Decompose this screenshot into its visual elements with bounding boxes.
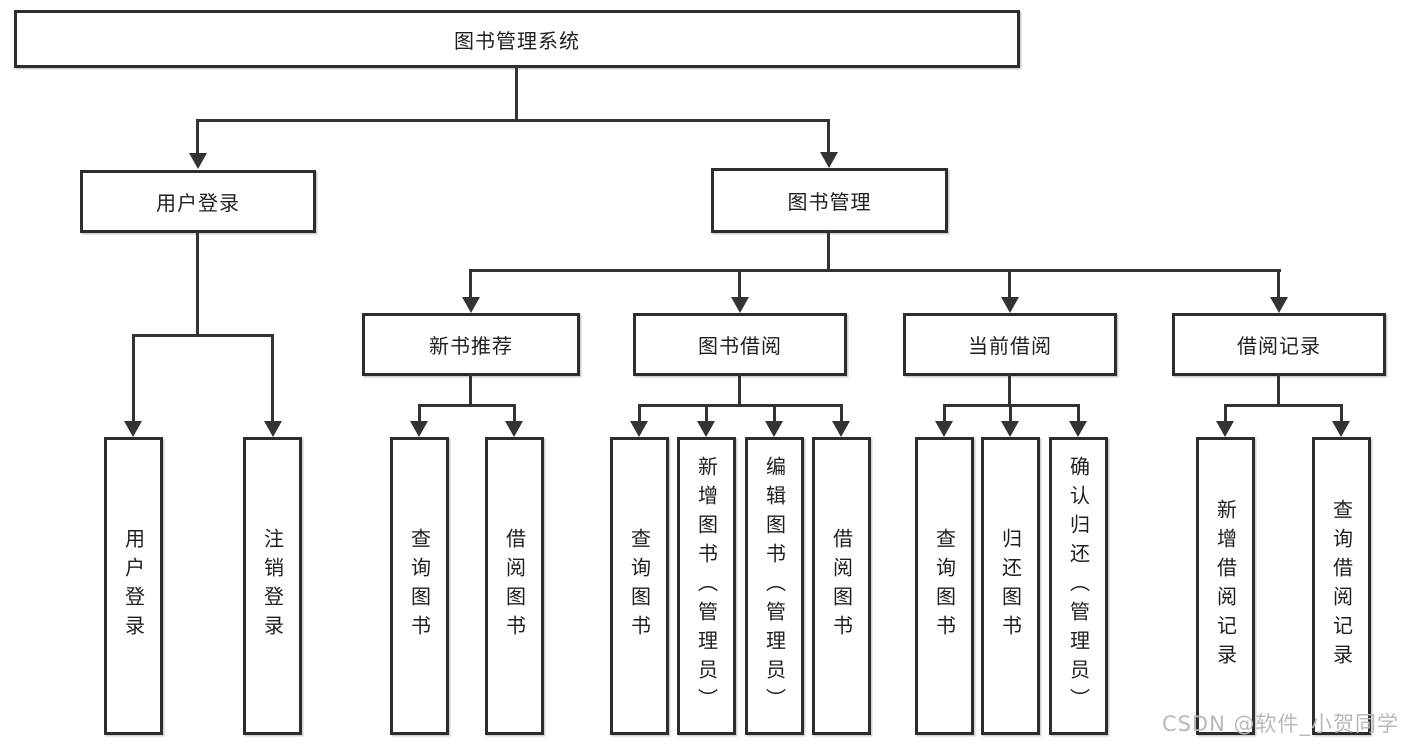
arrow-down-icon [731, 297, 749, 313]
leaf-borrow-books-2-label: 借阅图书 [829, 528, 854, 644]
leaf-query-books-1: 查询图书 [390, 437, 449, 735]
arrow-down-icon [410, 421, 428, 437]
arrow-down-icon [630, 421, 648, 437]
node-user-login: 用户登录 [80, 170, 316, 233]
connector-book-mgmt-bar [469, 269, 1281, 272]
node-current-borrowing: 当前借阅 [903, 313, 1117, 376]
node-book-borrowing: 图书借阅 [633, 313, 847, 376]
leaf-user-login: 用户登录 [104, 437, 163, 735]
node-root-label: 图书管理系统 [454, 28, 580, 53]
node-current-borrowing-label: 当前借阅 [968, 334, 1052, 358]
connector-drop-current [1008, 269, 1011, 298]
connector-borrowing-bar [638, 404, 843, 407]
connector-drop-login [132, 334, 135, 422]
connector-drop [638, 404, 641, 422]
connector-root-bar [197, 119, 830, 122]
connector-drop [1340, 404, 1343, 422]
connector-new-rec-stem [469, 374, 472, 406]
connector-drop-book-mgmt [827, 119, 830, 154]
arrow-down-icon [765, 421, 783, 437]
connector-drop-records [1277, 269, 1280, 298]
connector-book-mgmt-stem [827, 231, 830, 271]
connector-current-stem [1008, 374, 1011, 406]
leaf-query-books-2: 查询图书 [610, 437, 669, 735]
connector-drop [840, 404, 843, 422]
arrow-down-icon [820, 152, 838, 168]
connector-records-stem [1277, 374, 1280, 406]
arrow-down-icon [124, 421, 142, 437]
leaf-logout-label: 注销登录 [260, 528, 285, 644]
leaf-confirm-return-admin: 确认归还（管理员） [1049, 437, 1108, 735]
arrow-down-icon [935, 421, 953, 437]
node-book-management: 图书管理 [711, 168, 948, 233]
arrow-down-icon [189, 153, 207, 169]
node-book-borrowing-label: 图书借阅 [698, 334, 782, 358]
leaf-edit-books-admin-label: 编辑图书（管理员） [762, 455, 787, 717]
leaf-borrow-books-2: 借阅图书 [812, 437, 871, 735]
arrow-down-icon [1069, 421, 1087, 437]
node-borrowing-records-label: 借阅记录 [1237, 334, 1321, 358]
arrow-down-icon [1216, 421, 1234, 437]
arrow-down-icon [1332, 421, 1350, 437]
arrow-down-icon [505, 421, 523, 437]
connector-drop [705, 404, 708, 422]
connector-drop [418, 404, 421, 422]
leaf-return-books-label: 归还图书 [998, 528, 1023, 644]
leaf-user-login-label: 用户登录 [121, 528, 146, 644]
leaf-query-borrow-record: 查询借阅记录 [1312, 437, 1371, 735]
node-new-book-recommend-label: 新书推荐 [429, 334, 513, 358]
leaf-query-books-3-label: 查询图书 [932, 528, 957, 644]
node-book-management-label: 图书管理 [787, 190, 872, 214]
connector-drop [773, 404, 776, 422]
node-new-book-recommend: 新书推荐 [362, 313, 580, 376]
arrow-down-icon [832, 421, 850, 437]
connector-drop-borrowing [738, 269, 741, 298]
connector-borrowing-stem [738, 374, 741, 406]
leaf-edit-books-admin: 编辑图书（管理员） [745, 437, 804, 735]
connector-drop [1009, 404, 1012, 422]
leaf-query-books-2-label: 查询图书 [627, 528, 652, 644]
connector-drop-user-login [196, 119, 199, 155]
leaf-borrow-books-1-label: 借阅图书 [502, 528, 527, 644]
node-root: 图书管理系统 [14, 10, 1020, 68]
leaf-add-borrow-record-label: 新增借阅记录 [1213, 499, 1238, 673]
node-borrowing-records: 借阅记录 [1172, 313, 1386, 376]
connector-drop [513, 404, 516, 422]
connector-records-bar [1224, 404, 1343, 407]
arrow-down-icon [462, 297, 480, 313]
connector-user-login-bar [132, 334, 274, 337]
connector-root-stem [515, 66, 518, 120]
connector-drop [1077, 404, 1080, 422]
arrow-down-icon [1270, 297, 1288, 313]
leaf-add-borrow-record: 新增借阅记录 [1196, 437, 1255, 735]
arrow-down-icon [697, 421, 715, 437]
arrow-down-icon [1001, 297, 1019, 313]
arrow-down-icon [1001, 421, 1019, 437]
connector-drop-new-rec [469, 269, 472, 298]
connector-drop [943, 404, 946, 422]
csdn-watermark: CSDN @软件_小贺同学 [1161, 712, 1399, 736]
connector-user-login-stem [196, 232, 199, 335]
connector-drop-logout [271, 334, 274, 422]
leaf-return-books: 归还图书 [981, 437, 1040, 735]
leaf-logout: 注销登录 [243, 437, 302, 735]
node-user-login-label: 用户登录 [156, 191, 240, 215]
connector-new-rec-bar [418, 404, 516, 407]
leaf-query-books-3: 查询图书 [915, 437, 974, 735]
arrow-down-icon [264, 421, 282, 437]
leaf-borrow-books-1: 借阅图书 [485, 437, 544, 735]
leaf-confirm-return-admin-label: 确认归还（管理员） [1066, 455, 1091, 717]
leaf-add-books-admin-label: 新增图书（管理员） [694, 455, 719, 717]
leaf-add-books-admin: 新增图书（管理员） [677, 437, 736, 735]
leaf-query-books-1-label: 查询图书 [407, 528, 432, 644]
leaf-query-borrow-record-label: 查询借阅记录 [1329, 499, 1354, 673]
connector-drop [1224, 404, 1227, 422]
